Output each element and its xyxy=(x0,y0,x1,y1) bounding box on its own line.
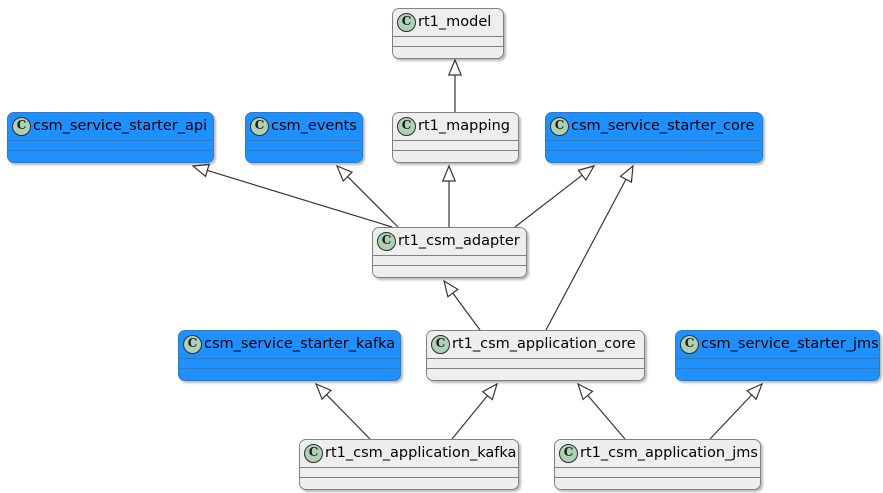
uml-attributes-compartment xyxy=(555,467,760,477)
class-name-label: rt1_model xyxy=(418,14,492,30)
class-name-label: csm_service_starter_jms xyxy=(701,336,879,352)
class-stereotype-icon: C xyxy=(559,444,578,463)
uml-attributes-compartment xyxy=(373,255,526,265)
uml-methods-compartment xyxy=(676,368,879,378)
class-stereotype-icon: C xyxy=(431,335,450,354)
generalization-edge-edge-adapter-to-mapping xyxy=(441,164,457,227)
edge-line xyxy=(452,292,481,331)
class-name-label: csm_service_starter_kafka xyxy=(204,336,396,352)
generalization-edge-edge-adapter-to-api xyxy=(191,163,393,228)
class-stereotype-icon: C xyxy=(680,335,699,354)
generalization-arrowhead-icon xyxy=(443,279,459,298)
generalization-edge-edge-mapping-to-model xyxy=(447,58,463,112)
edge-line xyxy=(587,395,626,440)
class-stereotype-icon: C xyxy=(250,117,269,136)
edge-line xyxy=(451,395,488,440)
uml-attributes-compartment xyxy=(8,140,213,150)
class-stereotype-icon: C xyxy=(377,232,396,251)
class-stereotype-icon: C xyxy=(550,117,569,136)
edge-line xyxy=(709,394,753,440)
class-name-label: rt1_csm_application_kafka xyxy=(325,445,517,461)
class-name-label: csm_service_starter_core xyxy=(571,118,755,134)
uml-methods-compartment xyxy=(373,265,526,275)
generalization-edge-edge-appjms-to-starter-jms xyxy=(709,382,764,440)
class-name-label: rt1_csm_application_core xyxy=(452,336,636,352)
edge-line xyxy=(514,174,583,228)
class-stereotype-icon: C xyxy=(12,117,31,136)
uml-methods-compartment xyxy=(427,368,644,378)
generalization-edge-edge-appkafka-to-appcore xyxy=(451,382,498,440)
uml-attributes-compartment xyxy=(393,36,503,46)
uml-methods-compartment xyxy=(300,477,518,487)
generalization-arrowhead-icon xyxy=(314,382,332,401)
generalization-arrowhead-icon xyxy=(746,382,764,401)
uml-methods-compartment xyxy=(546,150,762,160)
class-stereotype-icon: C xyxy=(397,117,416,136)
uml-attributes-compartment xyxy=(427,358,644,368)
generalization-edge-edge-adapter-to-core xyxy=(514,165,596,228)
generalization-edge-edge-appcore-to-adapter xyxy=(443,279,481,331)
class-stereotype-icon: C xyxy=(304,444,323,463)
uml-methods-compartment xyxy=(555,477,760,487)
class-name-label: rt1_csm_application_jms xyxy=(580,445,758,461)
class-stereotype-icon: C xyxy=(397,13,416,32)
class-name-label: csm_events xyxy=(271,118,357,134)
edge-line xyxy=(347,176,399,228)
uml-methods-compartment xyxy=(393,150,518,160)
uml-attributes-compartment xyxy=(676,358,879,368)
uml-attributes-compartment xyxy=(246,140,362,150)
class-name-label: rt1_csm_adapter xyxy=(398,233,520,249)
class-stereotype-icon: C xyxy=(183,335,202,354)
generalization-edge-edge-appjms-to-appcore xyxy=(576,382,626,440)
generalization-arrowhead-icon xyxy=(577,165,596,182)
edge-line xyxy=(207,169,393,228)
class-name-label: rt1_mapping xyxy=(418,118,510,134)
uml-attributes-compartment xyxy=(300,467,518,477)
generalization-edge-edge-adapter-to-events xyxy=(335,164,399,228)
edge-line xyxy=(545,178,627,331)
generalization-edge-edge-appcore-to-starter-core xyxy=(545,164,634,331)
uml-attributes-compartment xyxy=(546,140,762,150)
uml-attributes-compartment xyxy=(179,358,400,368)
uml-attributes-compartment xyxy=(393,140,518,150)
generalization-arrowhead-icon xyxy=(335,164,354,183)
uml-methods-compartment xyxy=(393,46,503,56)
class-name-label: csm_service_starter_api xyxy=(33,118,208,134)
uml-methods-compartment xyxy=(8,150,213,160)
uml-methods-compartment xyxy=(179,368,400,378)
uml-methods-compartment xyxy=(246,150,362,160)
edge-line xyxy=(326,394,371,440)
generalization-edge-edge-appkafka-to-starter-kafka xyxy=(314,382,371,440)
generalization-arrowhead-icon xyxy=(441,164,457,182)
generalization-arrowhead-icon xyxy=(191,163,210,178)
generalization-arrowhead-icon xyxy=(447,58,463,76)
generalization-arrowhead-icon xyxy=(576,382,594,401)
generalization-arrowhead-icon xyxy=(481,382,498,401)
generalization-arrowhead-icon xyxy=(619,164,634,184)
